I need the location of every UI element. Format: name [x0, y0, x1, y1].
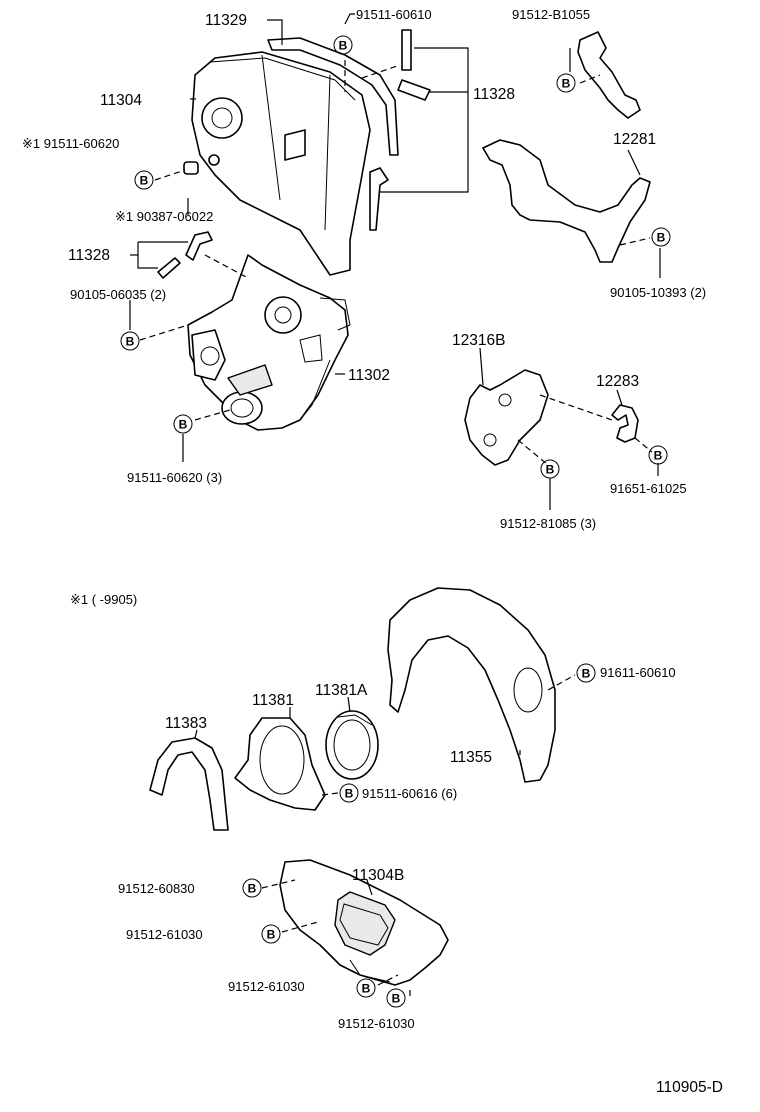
bolt-marker: B — [540, 459, 560, 479]
label-12281: 12281 — [613, 131, 656, 148]
label-11381: 11381 — [252, 692, 294, 709]
part-11302-lower-cover — [187, 254, 351, 431]
svg-text:B: B — [126, 335, 135, 349]
bolt-marker: B — [648, 445, 668, 465]
bolt-marker: B — [576, 663, 596, 683]
label-91512-b1055: 91512-B1055 — [512, 7, 590, 22]
bolt-marker: B — [134, 170, 154, 190]
label-91512-61030-c: 91512-61030 — [338, 1016, 415, 1031]
svg-text:B: B — [267, 928, 276, 942]
bolt-marker: B — [261, 924, 281, 944]
part-11381-retainer — [234, 717, 326, 811]
label-11381a: 11381A — [315, 682, 368, 699]
svg-text:B: B — [248, 882, 257, 896]
svg-text:B: B — [562, 77, 571, 91]
label-91511-60616: 91511-60616 (6) — [362, 786, 457, 801]
svg-text:B: B — [582, 667, 591, 681]
callout-lines — [129, 13, 661, 896]
label-91512-61030-a: 91512-61030 — [126, 927, 203, 942]
part-11383-gasket — [149, 737, 229, 831]
bolt-marker: B — [556, 73, 576, 93]
part-11328-pins-top — [369, 29, 431, 231]
label-11304: 11304 — [100, 92, 142, 109]
svg-text:B: B — [339, 39, 348, 53]
label-12283: 12283 — [596, 373, 639, 390]
svg-text:B: B — [654, 449, 663, 463]
label-11302: 11302 — [348, 367, 390, 384]
part-bolt-91511-60620 — [183, 154, 220, 175]
label-91651-61025: 91651-61025 — [610, 481, 687, 496]
label-11304b: 11304B — [352, 867, 404, 884]
figure-code: 110905-D — [656, 1079, 723, 1096]
svg-text:B: B — [362, 982, 371, 996]
bolt-marker: B — [386, 988, 406, 1008]
label-11329: 11329 — [205, 12, 247, 29]
label-11328-top: 11328 — [473, 86, 515, 103]
bolt-marker: B — [173, 414, 193, 434]
bolt-marker: B — [242, 878, 262, 898]
label-12316b: 12316B — [452, 332, 505, 349]
label-star1-91511-60620: ※1 91511-60620 — [22, 136, 119, 151]
label-91611-60610: 91611-60610 — [600, 665, 676, 680]
label-91511-60610: 91511-60610 — [356, 7, 432, 22]
label-90105-10393: 90105-10393 (2) — [610, 285, 706, 300]
part-11328-pins-left — [157, 231, 213, 279]
bolt-marker: B — [356, 978, 376, 998]
label-note-star1: ※1 ( -9905) — [70, 592, 137, 607]
leader-lines — [139, 60, 653, 1000]
label-91511-60620-3: 91511-60620 (3) — [127, 470, 222, 485]
part-11329-gasket — [267, 37, 399, 156]
bolt-marker: B — [651, 227, 671, 247]
label-11328-left: 11328 — [68, 247, 110, 264]
bolt-markers: B B B B B B B B B B B B B B — [120, 35, 671, 1008]
part-labels: 11329 91511-60610 91512-B1055 11304 1132… — [22, 7, 723, 1096]
bolt-marker: B — [333, 35, 353, 55]
label-11383: 11383 — [165, 715, 207, 732]
svg-text:B: B — [657, 231, 666, 245]
label-91512-61030-b: 91512-61030 — [228, 979, 305, 994]
part-11304-upper-cover — [191, 51, 371, 276]
svg-text:B: B — [546, 463, 555, 477]
part-11304b-cover — [279, 859, 449, 986]
part-12316b-bracket — [464, 369, 549, 466]
part-11381a-seal — [325, 710, 379, 780]
timing-cover-assembly — [157, 29, 431, 431]
part-11355-end-plate — [387, 587, 556, 783]
label-91512-60830: 91512-60830 — [118, 881, 195, 896]
label-star1-90387-06022: ※1 90387-06022 — [115, 209, 213, 224]
label-11355: 11355 — [450, 749, 492, 766]
svg-text:B: B — [345, 787, 354, 801]
label-91512-81085: 91512-81085 (3) — [500, 516, 596, 531]
label-90105-06035: 90105-06035 (2) — [70, 287, 166, 302]
part-91512-b1055-bracket — [577, 31, 641, 119]
svg-text:B: B — [179, 418, 188, 432]
bolt-marker: B — [120, 331, 140, 351]
bolt-marker: B — [339, 783, 359, 803]
svg-text:B: B — [392, 992, 401, 1006]
part-12283-hook — [611, 404, 639, 443]
svg-text:B: B — [140, 174, 149, 188]
part-12281-bracket — [482, 139, 651, 263]
